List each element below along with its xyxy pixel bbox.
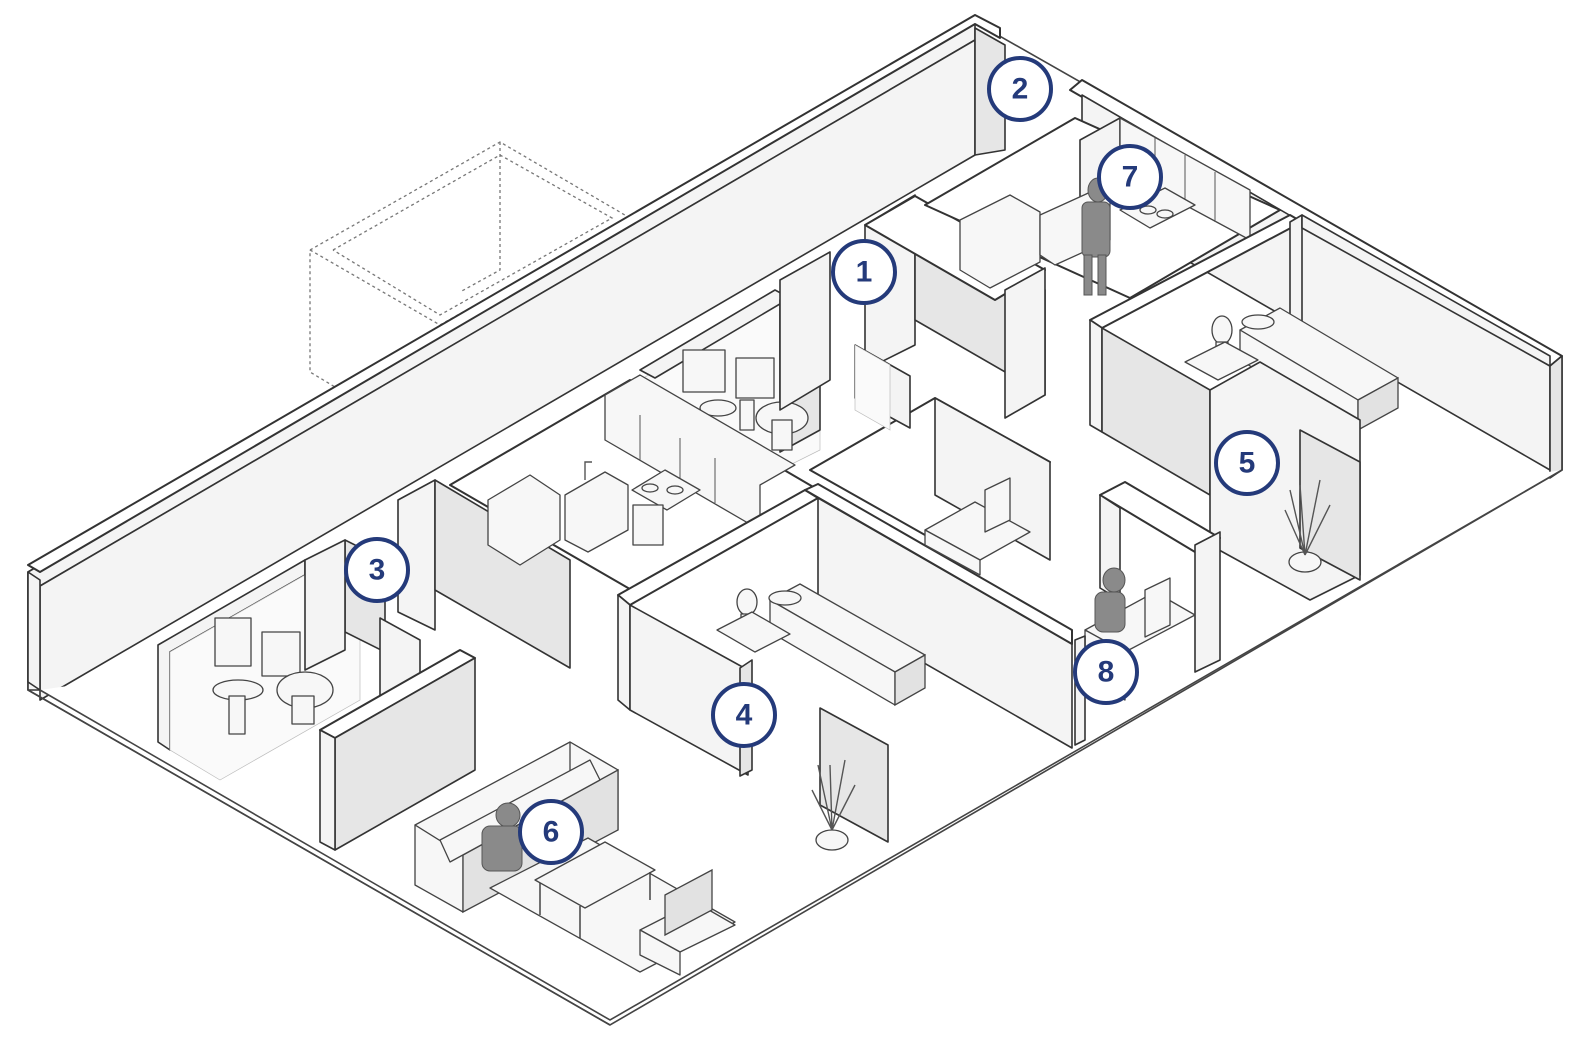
marker-circle — [711, 682, 777, 748]
desk — [924, 501, 1031, 576]
marker-circle — [1097, 144, 1163, 210]
marker-circle — [831, 239, 897, 305]
marker-4: 4 — [711, 682, 777, 748]
marker-label: 2 — [1012, 73, 1029, 106]
marker-5: 5 — [1214, 430, 1280, 496]
bathroom-upper — [639, 251, 831, 471]
person-icon — [481, 802, 523, 872]
monitor-icon — [1144, 577, 1171, 638]
person-icon — [1094, 567, 1126, 633]
person-icon — [1081, 177, 1111, 296]
marker-label: 8 — [1098, 656, 1115, 689]
marker-circle — [518, 799, 584, 865]
marker-label: 7 — [1122, 161, 1139, 194]
marker-8: 8 — [1073, 639, 1139, 705]
marker-7: 7 — [1097, 144, 1163, 210]
sink-icon — [564, 461, 629, 553]
upper-cabinets — [604, 374, 796, 531]
marker-2: 2 — [987, 56, 1053, 122]
marker-circle — [344, 537, 410, 603]
marker-label: 1 — [856, 256, 873, 289]
bathroom-left — [157, 539, 476, 851]
marker-label: 6 — [543, 816, 560, 849]
stove-icon — [631, 469, 701, 546]
marker-3: 3 — [344, 537, 410, 603]
mirror-cabinet — [682, 349, 726, 393]
marker-label: 3 — [369, 554, 386, 587]
marker-6: 6 — [518, 799, 584, 865]
marker-circle — [987, 56, 1053, 122]
marker-circle — [1073, 639, 1139, 705]
marker-circle — [1214, 430, 1280, 496]
marker-1: 1 — [831, 239, 897, 305]
marker-label: 4 — [736, 699, 753, 732]
coffee-table — [534, 841, 656, 938]
tv-icon — [639, 868, 736, 976]
sink-icon — [699, 399, 755, 431]
study-room — [809, 344, 1051, 576]
kitchen-upper — [924, 117, 1281, 299]
toilet-icon — [261, 631, 334, 725]
monitor-icon — [984, 477, 1011, 533]
plant-icon — [1284, 479, 1331, 573]
mirror-cabinet — [214, 617, 252, 667]
plant-icon — [811, 759, 856, 851]
marker-label: 5 — [1239, 447, 1256, 480]
bedroom-right — [1089, 214, 1551, 601]
bed-icon — [768, 583, 926, 707]
fridge — [487, 474, 561, 566]
sink-icon — [212, 679, 264, 735]
hallway-walls-1 — [864, 194, 1046, 419]
fridge — [959, 194, 1041, 289]
